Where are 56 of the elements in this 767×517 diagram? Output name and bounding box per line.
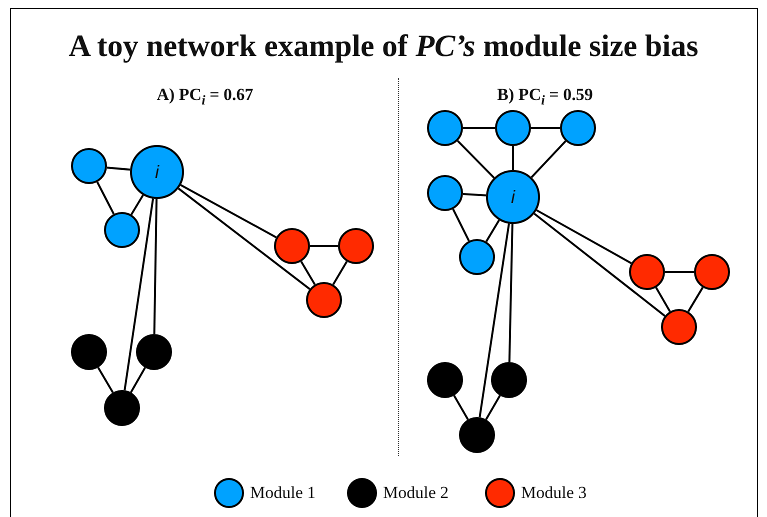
network-node — [459, 417, 495, 453]
network-node — [560, 110, 596, 146]
edge-line — [130, 194, 144, 216]
edge-line — [310, 245, 338, 247]
network-node — [694, 254, 730, 290]
edge-line — [456, 140, 495, 178]
edge-line — [478, 224, 510, 418]
edge-line — [485, 395, 501, 420]
edge-line — [106, 166, 130, 171]
edge-line — [97, 367, 114, 393]
network-node — [71, 148, 107, 184]
network-node — [459, 239, 495, 275]
edge-line — [332, 260, 348, 286]
network-node — [661, 309, 697, 345]
edge-line — [96, 182, 115, 214]
network-node — [427, 362, 463, 398]
network-node — [495, 110, 531, 146]
edge-line — [665, 271, 694, 273]
edge-line — [687, 286, 704, 312]
edge-line — [655, 287, 671, 312]
network-node — [274, 228, 310, 264]
network-node — [104, 212, 140, 248]
edge-line — [485, 220, 500, 242]
panel-label: B) PC$_{i}$ = 0.59 — [497, 85, 593, 108]
hub-node: i — [130, 145, 184, 199]
network-node — [306, 282, 342, 318]
legend-label: Module 1 — [250, 483, 316, 503]
panel-label: A) PC$_{i}$ = 0.67 — [156, 85, 254, 108]
edge-line — [531, 127, 560, 129]
edge-line — [462, 193, 486, 196]
edge-line — [124, 198, 154, 390]
edge-line — [130, 367, 146, 393]
hub-node: i — [486, 170, 540, 224]
edge-line — [530, 140, 566, 178]
network-node — [491, 362, 527, 398]
legend-label: Module 2 — [383, 483, 449, 503]
edge-line — [452, 208, 470, 242]
edge-line — [153, 198, 158, 334]
edge-line — [180, 184, 277, 238]
network-node — [427, 175, 463, 211]
edge-line — [178, 188, 310, 290]
edge-line — [508, 224, 514, 362]
edge-line — [536, 209, 632, 264]
edge-line — [463, 127, 495, 129]
edge-line — [300, 260, 316, 286]
network-node — [136, 334, 172, 370]
legend-label: Module 3 — [521, 483, 587, 503]
network-node — [104, 390, 140, 426]
title: A toy network example of PC’s module size bias — [68, 28, 698, 63]
network-node — [629, 254, 665, 290]
network-node — [427, 110, 463, 146]
edge-line — [453, 395, 469, 420]
network-node — [71, 334, 107, 370]
network-node — [338, 228, 374, 264]
edge-line — [512, 146, 514, 170]
edge-line — [534, 212, 666, 317]
